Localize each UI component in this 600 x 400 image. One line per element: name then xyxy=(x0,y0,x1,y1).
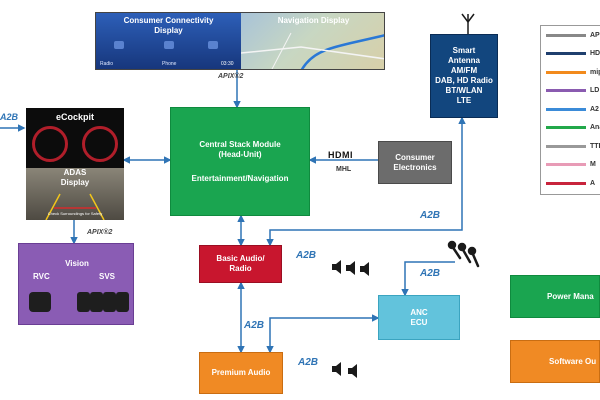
navigation-screen: Navigation Display 03:30 xyxy=(221,13,384,69)
legend-label: Ana xyxy=(590,124,600,131)
premium-audio-box: Premium Audio xyxy=(199,352,283,394)
smart-antenna-box: Smart Antenna AM/FM DAB, HD Radio BT/WLA… xyxy=(430,34,498,118)
microphone-icon xyxy=(447,240,480,268)
legend-item: mipi a xyxy=(546,65,600,79)
app-icon xyxy=(208,41,218,49)
adas-safety-note: Check Surroundings for Safety xyxy=(47,211,103,216)
app-icon xyxy=(114,41,124,49)
legend-item: TTL xyxy=(546,139,600,153)
wire-antenna xyxy=(266,116,466,247)
speaker-icon xyxy=(332,362,357,378)
legend-label: A xyxy=(590,179,596,187)
legend-label: M xyxy=(590,161,596,168)
a2b-badge-basic-audio: A2B xyxy=(296,250,317,261)
head-unit-box: Central Stack Module (Head-Unit) Enterta… xyxy=(170,107,310,216)
legend-item: M xyxy=(546,158,596,172)
power-management-box: Power Mana xyxy=(510,275,600,318)
a2b-badge-premium: A2B xyxy=(244,320,265,331)
rvc-label: RVC xyxy=(33,272,50,281)
legend-item: A xyxy=(546,176,595,190)
svs-label: SVS xyxy=(99,272,116,281)
a2b-badge-premium-speaker: A2B xyxy=(298,357,319,368)
connectivity-display-title: Consumer Connectivity Display xyxy=(123,16,214,35)
ecockpit-title: eCockpit xyxy=(55,112,94,122)
head-unit-subtitle: Entertainment/Navigation xyxy=(191,173,289,183)
apix-label-top: APIX®2 xyxy=(218,73,244,80)
navigation-display-title: Navigation Display xyxy=(277,16,350,25)
a2b-badge-mic: A2B xyxy=(420,268,441,279)
a2b-badge-left: A2B xyxy=(0,112,19,122)
hdmi-logo: HDMI xyxy=(328,150,353,160)
legend-swatch xyxy=(546,163,586,166)
gauge-icon xyxy=(32,126,68,162)
gauge-icon xyxy=(82,126,118,162)
legend-swatch xyxy=(546,52,586,55)
vision-box: Vision RVC SVS xyxy=(18,243,134,325)
smart-antenna-title: Smart Antenna AM/FM DAB, HD Radio BT/WLA… xyxy=(435,46,493,105)
legend-label: HD xyxy=(590,50,600,57)
software-label: Software Ou xyxy=(549,357,597,366)
a2b-badge-antenna: A2B xyxy=(420,210,441,221)
adas-display-label: ADAS Display xyxy=(60,168,90,187)
svs-camera-icon xyxy=(116,292,129,312)
legend-label: LD xyxy=(590,87,600,94)
software-box: Software Ou xyxy=(510,340,600,383)
anc-ecu-title: ANC ECU xyxy=(410,307,428,327)
anc-ecu-box: ANC ECU xyxy=(378,295,460,340)
mhl-logo: MHL xyxy=(336,166,352,173)
power-management-label: Power Mana xyxy=(547,292,594,301)
basic-audio-title: Basic Audio/ Radio xyxy=(216,254,265,273)
legend-label: TTL xyxy=(590,142,600,150)
top-display: Consumer Connectivity Display Radio Phon… xyxy=(95,12,385,70)
ecockpit-panel: eCockpit ADAS Display Check Surroundings… xyxy=(26,108,124,220)
legend-label: A2 xyxy=(590,105,599,113)
screen-label-phone: Phone xyxy=(162,61,177,67)
basic-audio-box: Basic Audio/ Radio xyxy=(199,245,282,283)
adas-camera-view xyxy=(26,168,124,220)
rvc-camera-icon xyxy=(29,292,51,312)
svs-camera-icon xyxy=(103,292,116,312)
legend-item: HD xyxy=(546,47,600,61)
speaker-icon xyxy=(332,260,369,276)
connectivity-screen: Consumer Connectivity Display Radio Phon… xyxy=(96,13,241,69)
vision-title: Vision xyxy=(65,259,89,268)
wire-anc xyxy=(266,314,380,354)
parking-guides xyxy=(45,193,105,220)
legend-swatch xyxy=(546,70,586,74)
legend-swatch xyxy=(546,126,586,129)
legend-item: LD xyxy=(546,84,599,98)
legend-label: mipi a xyxy=(590,68,600,76)
legend-item: Ana xyxy=(546,121,600,135)
legend-swatch xyxy=(546,144,586,148)
screen-label-time: 03:30 xyxy=(221,61,234,67)
consumer-electronics-title: Consumer Electronics xyxy=(393,152,437,172)
legend-swatch xyxy=(546,181,586,185)
head-unit-title: Central Stack Module (Head-Unit) xyxy=(199,139,281,159)
apix-label-vision: APIX®2 xyxy=(87,229,113,236)
legend-label: AP xyxy=(590,31,600,39)
svs-camera-icon xyxy=(90,292,103,312)
consumer-electronics-box: Consumer Electronics xyxy=(378,141,452,184)
legend-swatch xyxy=(546,33,586,37)
legend-swatch xyxy=(546,107,586,111)
legend-item: AP xyxy=(546,28,600,42)
wire-mic xyxy=(401,261,455,297)
app-icon xyxy=(164,41,174,49)
legend-swatch xyxy=(546,89,586,92)
svs-camera-icon xyxy=(77,292,90,312)
premium-audio-title: Premium Audio xyxy=(211,368,271,377)
screen-label-radio: Radio xyxy=(100,61,114,67)
map-route xyxy=(241,32,384,69)
legend-item: A2 xyxy=(546,102,599,116)
